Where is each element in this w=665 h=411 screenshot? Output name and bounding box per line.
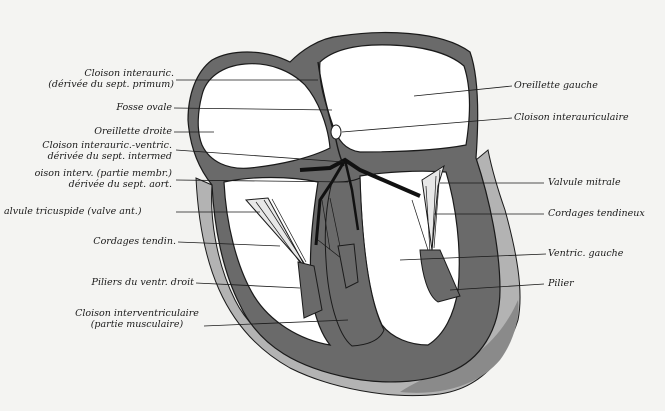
fossa-ovalis [331, 125, 341, 139]
label-cloison-interauric-line1: Cloison interauric. [14, 68, 174, 79]
label-cloison-interventriculaire-line2: (partie musculaire) [52, 319, 222, 330]
label-piliers-ventr-droit: Piliers du ventr. droit [14, 277, 194, 288]
label-cloison-interventriculaire: Cloison interventriculaire (partie muscu… [52, 308, 222, 330]
label-oreillette-droite: Oreillette droite [14, 126, 172, 137]
label-cloison-interauriculaire: Cloison interauriculaire [514, 112, 629, 123]
label-pilier: Pilier [548, 278, 574, 289]
label-cloison-interv-membr: oison interv. (partie membr.) dérivée du… [0, 168, 172, 190]
label-cloison-interventriculaire-line1: Cloison interventriculaire [52, 308, 222, 319]
label-fosse-ovale: Fosse ovale [14, 102, 172, 113]
label-valvule-tricuspide: alvule tricuspide (valve ant.) [4, 206, 142, 217]
label-cordages-tendin: Cordages tendin. [14, 236, 176, 247]
label-cordages-tendineux: Cordages tendineux [548, 208, 645, 219]
left-atrium-chamber [320, 45, 470, 152]
label-cloison-interv-membr-line1: oison interv. (partie membr.) [0, 168, 172, 179]
label-cloison-interv-membr-line2: dérivée du sept. aort. [0, 179, 172, 190]
label-valvule-mitrale: Valvule mitrale [548, 177, 621, 188]
label-oreillette-gauche: Oreillette gauche [514, 80, 598, 91]
label-cloison-interauric-ventric: Cloison interauric.-ventric. dérivée du … [0, 140, 172, 162]
label-cloison-interauric-ventric-line2: dérivée du sept. intermed [0, 151, 172, 162]
label-cloison-interauric: Cloison interauric. (dérivée du sept. pr… [14, 68, 174, 90]
label-ventric-gauche: Ventric. gauche [548, 248, 623, 259]
label-cloison-interauric-ventric-line1: Cloison interauric.-ventric. [0, 140, 172, 151]
label-cloison-interauric-line2: (dérivée du sept. primum) [14, 79, 174, 90]
